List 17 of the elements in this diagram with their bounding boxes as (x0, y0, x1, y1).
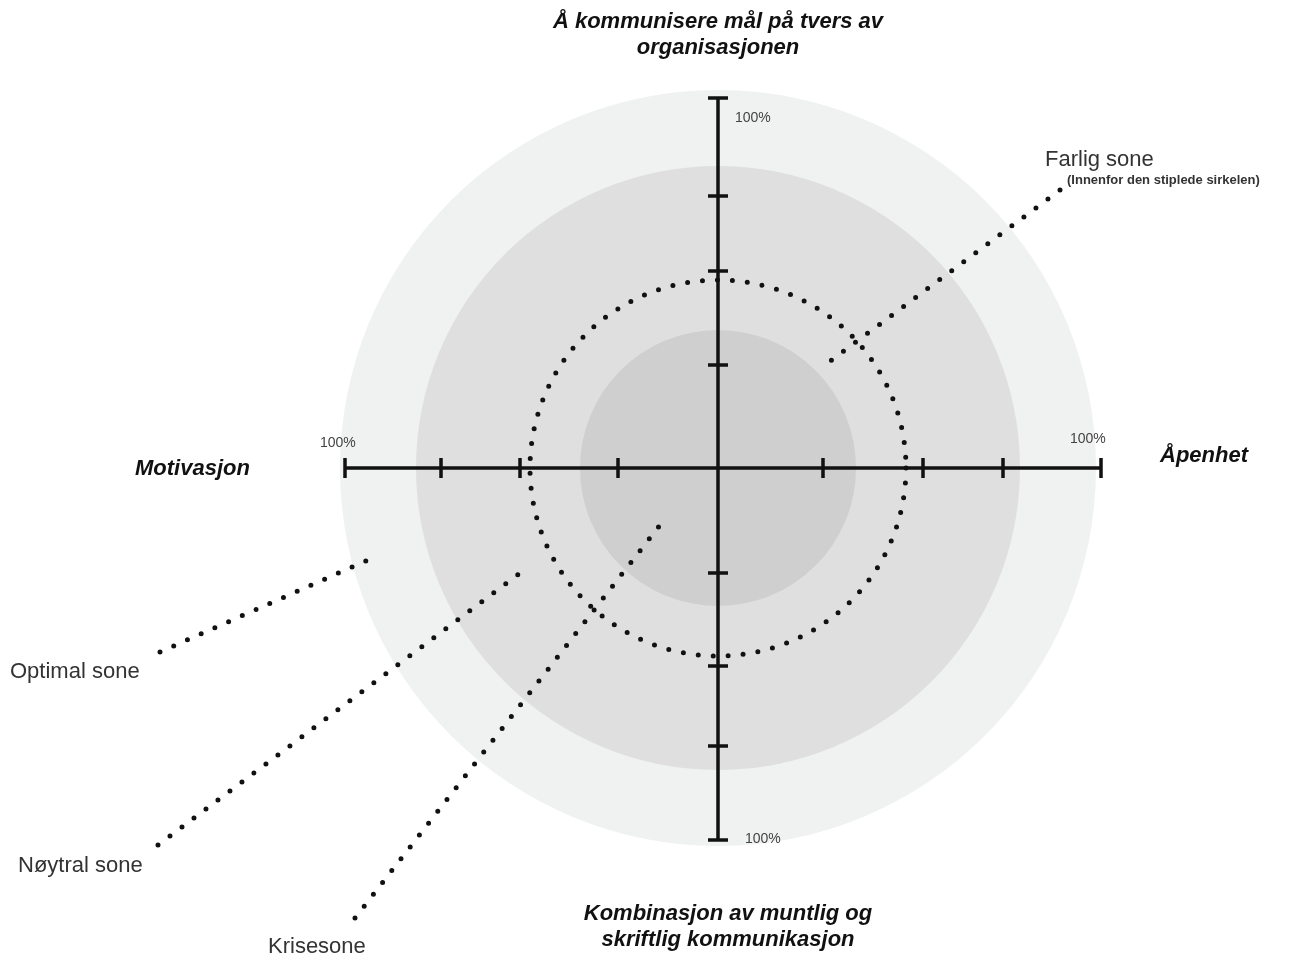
axis-title: Kombinasjon av muntlig og skriftlig kommunikasjon (582, 900, 874, 952)
axis-title: Å kommunisere mål på tvers av organisasjonen (551, 8, 885, 60)
leader-line (155, 570, 523, 848)
zone-label: Optimal sone (10, 658, 140, 684)
zone-label: Krisesone (268, 933, 366, 959)
leader-line (157, 557, 371, 655)
scale-label: 100% (745, 830, 781, 846)
axis-title: Åpenhet (1160, 442, 1250, 468)
zone-name: Farlig sone (1045, 146, 1155, 172)
scale-label: 100% (320, 434, 356, 450)
dotted-circle (526, 276, 910, 660)
axis-title: Motivasjon (135, 455, 251, 481)
leader-line (352, 522, 663, 921)
zone-note: (Innenfor den stiplede sirkelen) (1067, 172, 1260, 187)
zone-label: Nøytral sone (18, 852, 143, 878)
scale-label: 100% (1070, 430, 1106, 446)
scale-label: 100% (735, 109, 771, 125)
